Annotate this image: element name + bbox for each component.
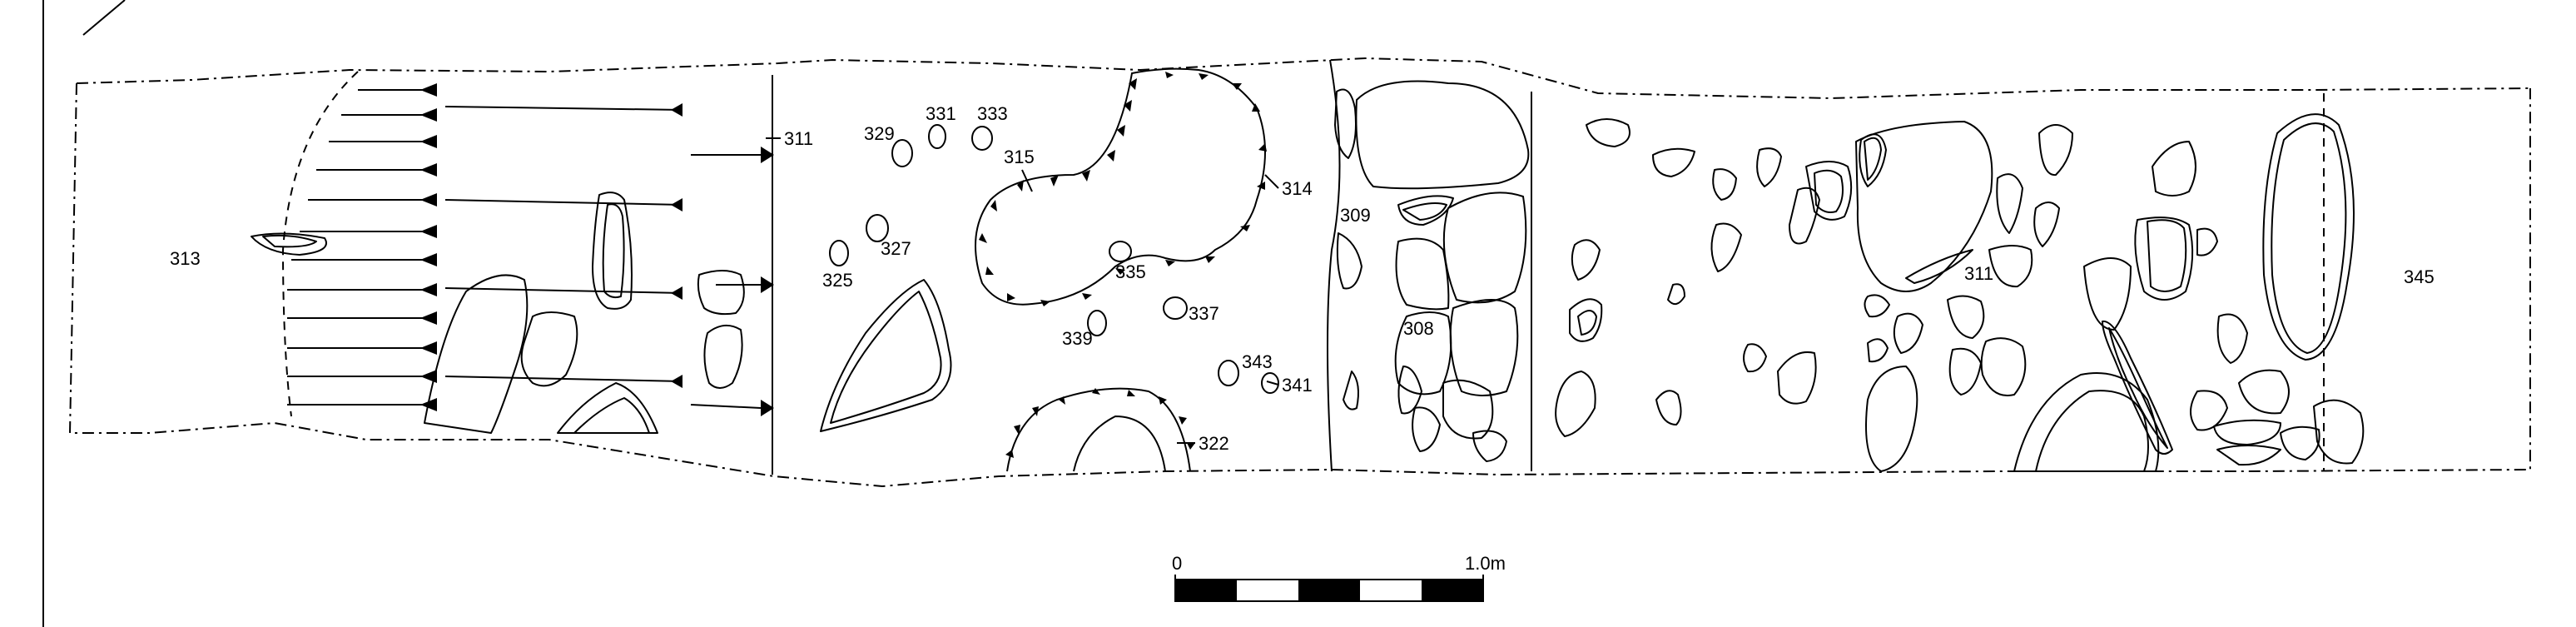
label-309: 309 — [1340, 205, 1371, 226]
label-325: 325 — [822, 270, 853, 291]
label-335: 335 — [1115, 261, 1146, 282]
scale-bar-start-label: 0 — [1172, 553, 1182, 574]
stones-east-middle — [1334, 80, 1530, 462]
context-labels: 313 311 329 331 333 315 314 327 325 335 … — [170, 103, 2435, 454]
label-345: 345 — [2404, 266, 2435, 287]
label-314: 314 — [1282, 178, 1313, 199]
label-343: 343 — [1242, 351, 1273, 372]
label-331: 331 — [926, 103, 956, 124]
slope-hachures-left — [281, 71, 774, 417]
stones-east — [1555, 113, 2365, 472]
drawing-frame — [42, 0, 126, 627]
stones-middle — [820, 124, 1279, 432]
label-313: 313 — [170, 248, 201, 269]
scale-bar: 0 1.0m — [1172, 553, 1506, 602]
stones-west — [251, 192, 745, 434]
label-329: 329 — [864, 123, 895, 144]
label-322: 322 — [1199, 433, 1229, 454]
label-339: 339 — [1062, 328, 1093, 349]
label-341: 341 — [1282, 375, 1313, 396]
label-315: 315 — [1004, 147, 1035, 167]
label-333: 333 — [977, 103, 1008, 124]
scale-bar-end-label: 1.0m — [1465, 553, 1506, 574]
label-311-east: 311 — [1964, 263, 1993, 284]
label-311-west: 311 — [784, 128, 813, 149]
label-327: 327 — [881, 238, 911, 259]
label-308: 308 — [1403, 318, 1434, 339]
label-337: 337 — [1189, 303, 1219, 324]
